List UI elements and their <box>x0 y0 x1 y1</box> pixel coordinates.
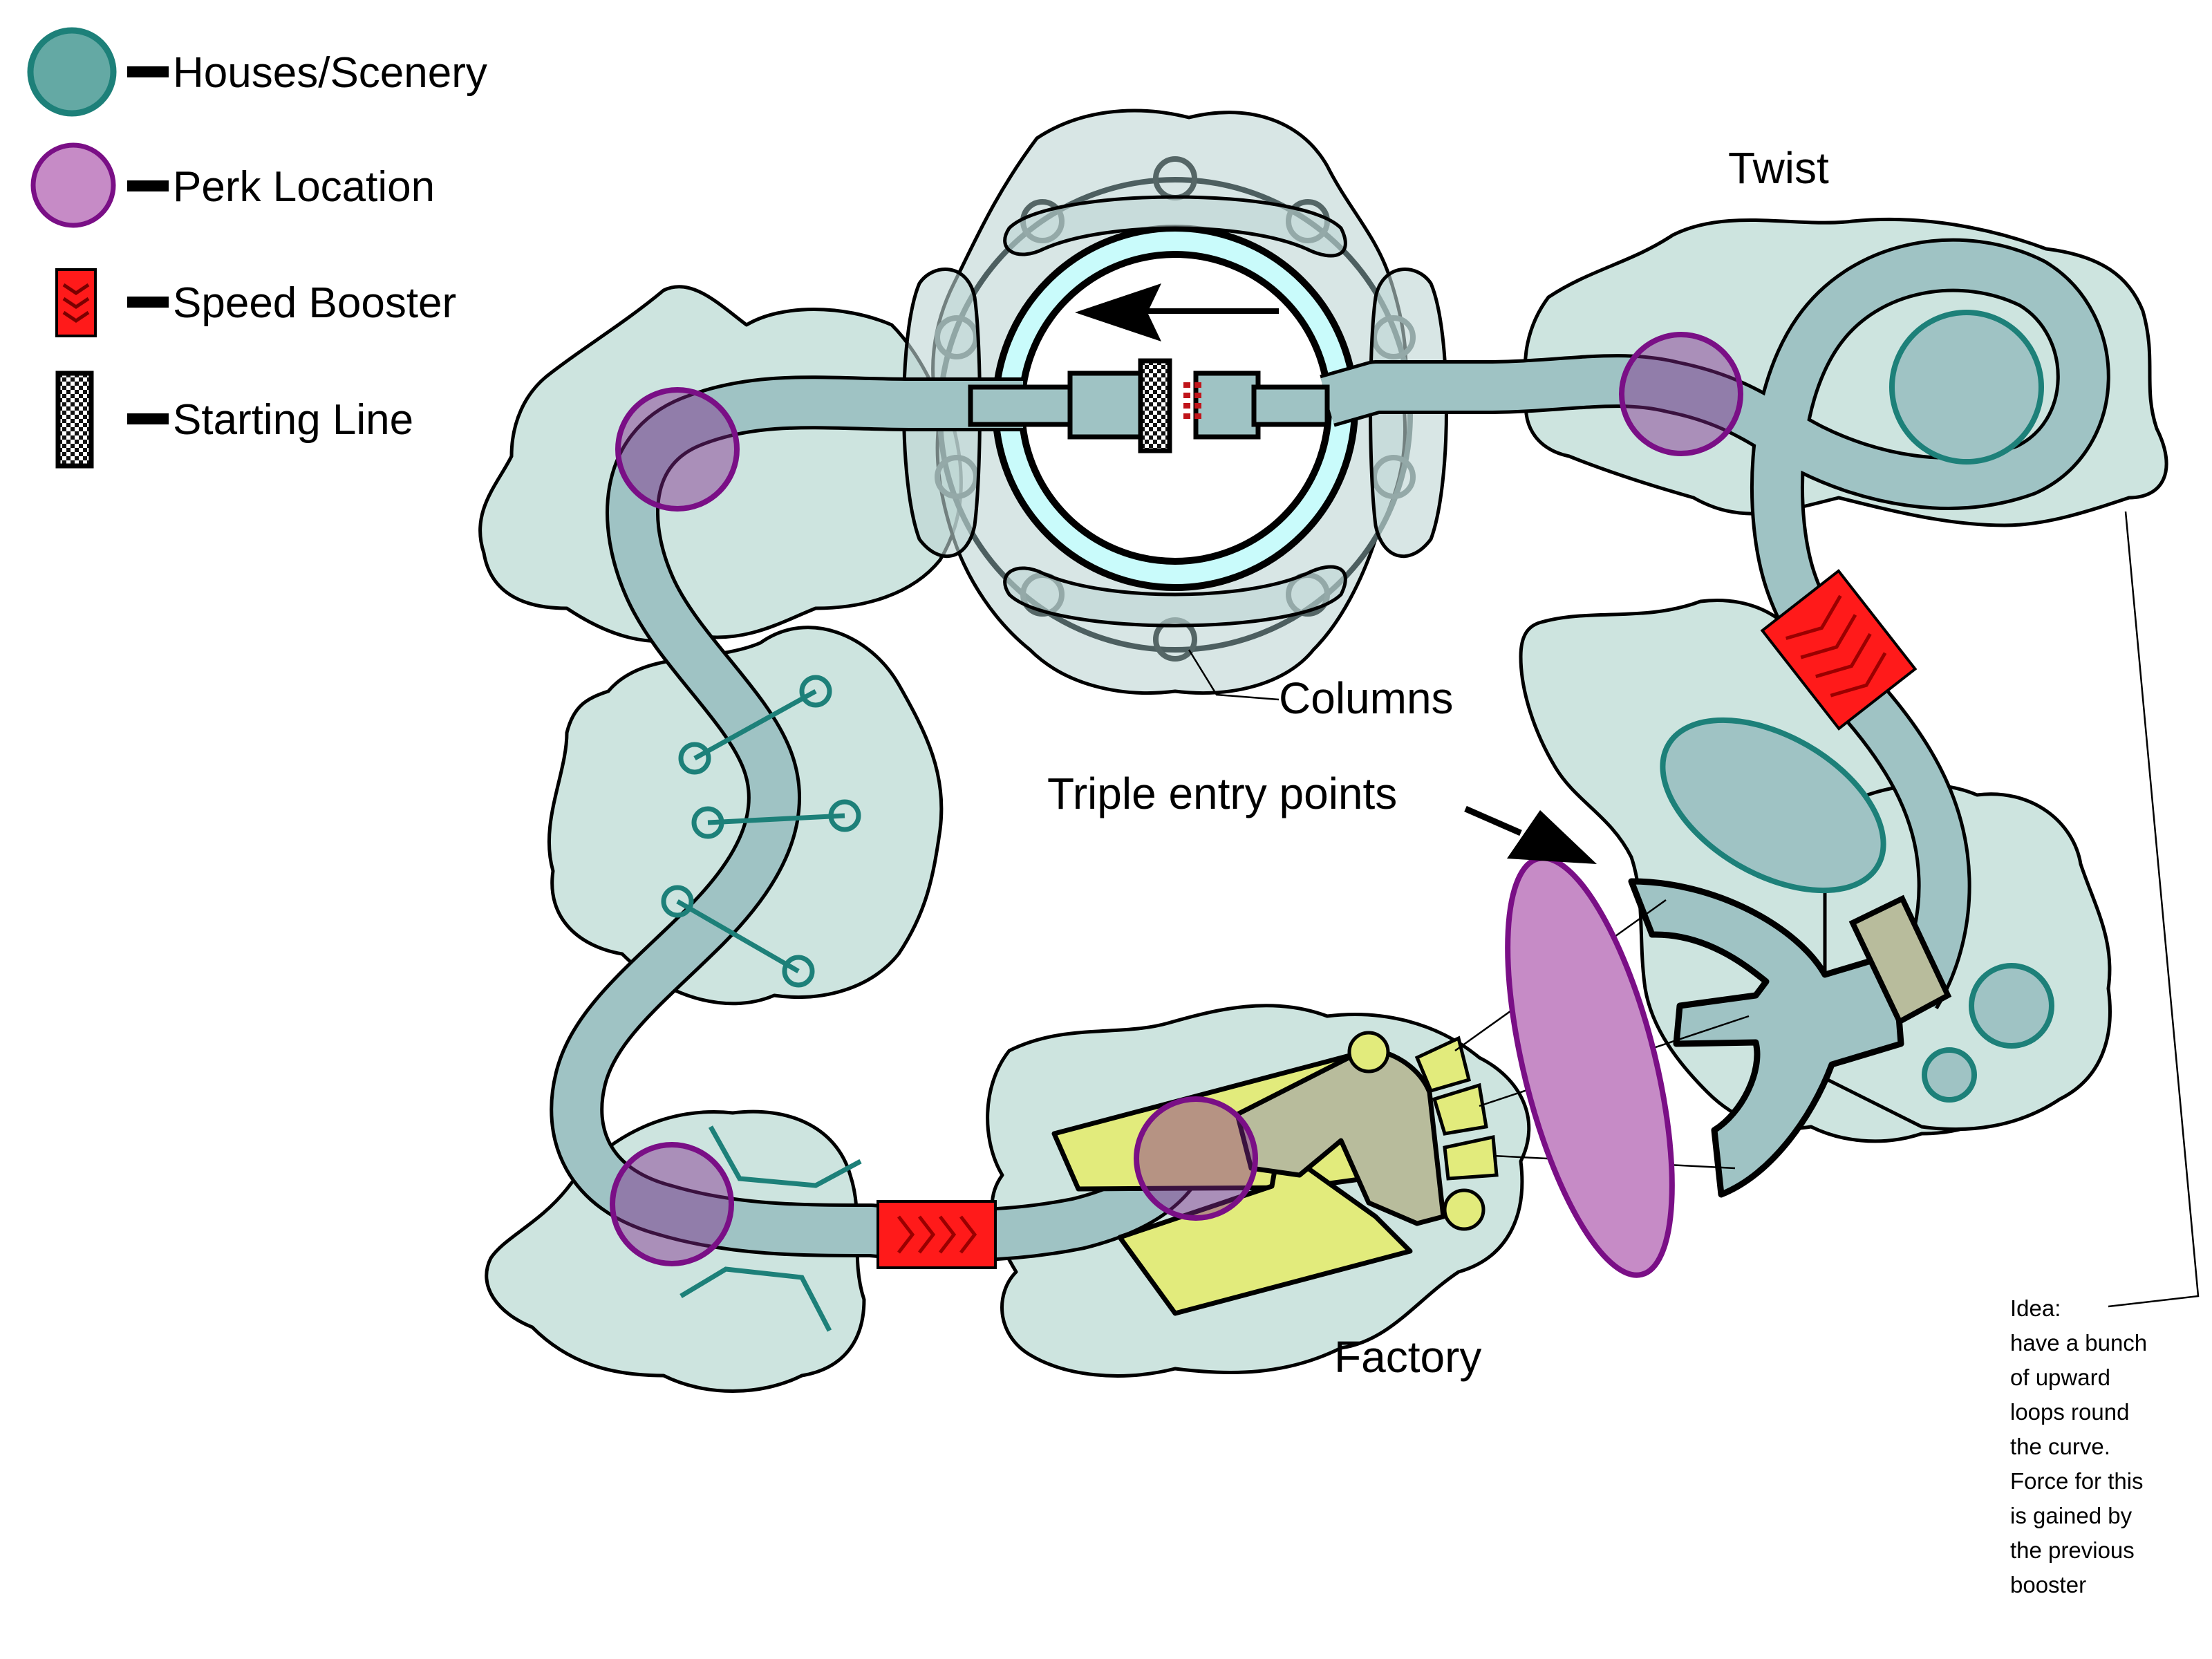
house-small-1 <box>1969 963 2054 1049</box>
perk-legend-icon <box>30 142 116 228</box>
note-line: loops round <box>2010 1399 2129 1425</box>
factory-yellow-bottom <box>1117 1145 1413 1316</box>
house-oval <box>1660 717 1886 894</box>
houses-legend-label: Houses/Scenery <box>173 49 487 97</box>
speed-booster-right <box>1760 569 1918 731</box>
perk-left-top <box>615 387 740 512</box>
perk-factory <box>1134 1096 1258 1221</box>
booster-legend-icon <box>55 268 97 337</box>
start-legend-icon <box>55 371 94 469</box>
note-line: Force for this <box>2010 1468 2144 1494</box>
legend: Houses/Scenery Perk Location Speed Boost… <box>27 27 487 469</box>
house-small-2 <box>1922 1047 1977 1103</box>
annotations: Twist Columns Triple entry points Factor… <box>1047 143 2200 1382</box>
twist-label: Twist <box>1728 143 1829 193</box>
note-line: the curve. <box>2010 1434 2110 1459</box>
speed-booster-bottom <box>877 1200 997 1269</box>
scenery-left-top <box>478 285 963 644</box>
start-legend-label: Starting Line <box>173 396 413 444</box>
note-line: have a bunch <box>2010 1330 2147 1356</box>
house-twist <box>1889 310 2044 465</box>
note-line: is gained by <box>2010 1503 2133 1528</box>
factory-label: Factory <box>1334 1332 1481 1382</box>
starting-line <box>1138 358 1172 453</box>
triple-entry-fork <box>1628 878 1952 1198</box>
fork-gate <box>1848 894 1952 1026</box>
note-line: Idea: <box>2010 1295 2061 1321</box>
perk-twist <box>1619 332 1743 456</box>
factory <box>1051 1031 1499 1316</box>
columns-label: Columns <box>1279 673 1454 723</box>
grid-marks <box>1183 382 1201 419</box>
direction-arrow-icon <box>1075 283 1161 341</box>
note-line: of upward <box>2010 1365 2110 1390</box>
idea-note: Idea: have a bunch of upward loops round… <box>2010 1295 2147 1597</box>
note-line: the previous <box>2010 1537 2135 1563</box>
houses-legend-icon <box>27 27 117 117</box>
triple-entry-arrow-icon <box>1507 810 1597 864</box>
perk-legend-label: Perk Location <box>173 163 435 211</box>
perk-locations <box>610 332 1743 1278</box>
note-line: booster <box>2010 1572 2086 1597</box>
triple-entry-label: Triple entry points <box>1047 769 1397 818</box>
booster-legend-label: Speed Booster <box>173 279 456 327</box>
houses <box>1660 310 2054 1103</box>
perk-left-bottom <box>610 1142 734 1266</box>
fence-markers <box>661 675 862 1332</box>
